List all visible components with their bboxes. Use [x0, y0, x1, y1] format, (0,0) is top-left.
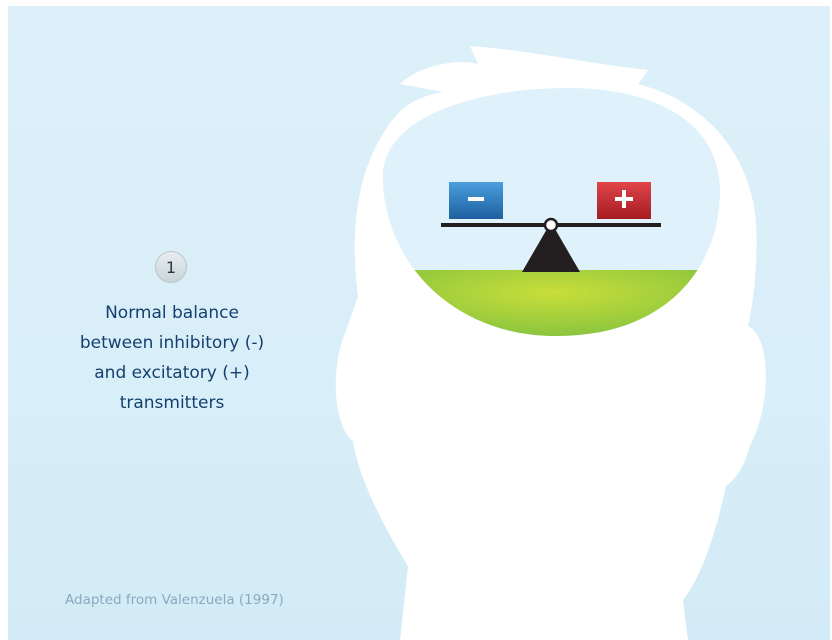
scale-pivot — [543, 217, 559, 233]
excitatory-weight — [597, 182, 651, 219]
scale-fulcrum — [522, 222, 580, 272]
brain-balance-illustration — [335, 46, 766, 640]
inhibitory-weight — [449, 182, 503, 219]
step-number-badge: 1 — [155, 251, 187, 283]
step-caption: Normal balance between inhibitory (-) an… — [79, 303, 265, 413]
diagram-canvas: 1 Normal balance between inhibitory (-) … — [8, 6, 830, 640]
source-credit: Adapted from Valenzuela (1997) — [65, 592, 284, 608]
